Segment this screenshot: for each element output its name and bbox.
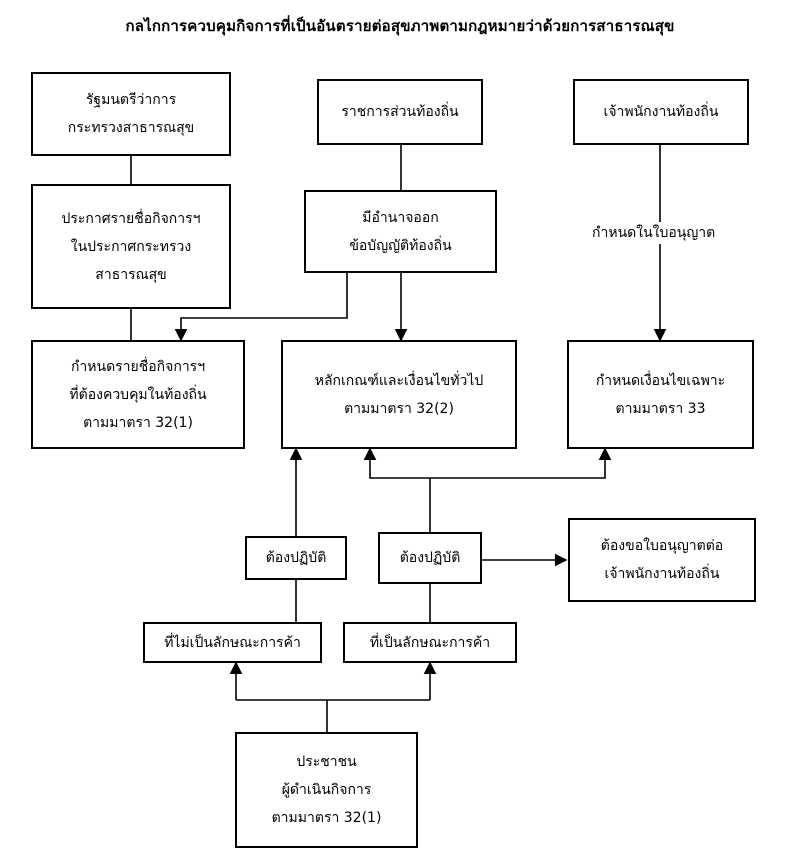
arrow-authority-designate xyxy=(174,273,348,342)
minister-box: รัฐมนตรีว่าการ กระทรวงสาธารณสุข xyxy=(31,72,231,156)
specific-conditions-box: กำหนดเงื่อนไขเฉพาะ ตามมาตรา 33 xyxy=(567,340,754,449)
license-condition-label: กำหนดในใบอนุญาต xyxy=(590,222,718,244)
designate-list-box: กำหนดรายชื่อกิจการฯ ที่ต้องควบคุมในท้องถ… xyxy=(31,340,245,449)
comply-right-box: ต้องปฏิบัติ xyxy=(378,532,482,584)
connector-general-specific-bar xyxy=(369,449,606,479)
general-conditions-box: หลักเกณฑ์และเงื่อนไขทั่วไป ตามมาตรา 32(2… xyxy=(281,340,517,449)
comply-left-box: ต้องปฏิบัติ xyxy=(245,536,347,580)
public-operator-box: ประชาชน ผู้ดำเนินกิจการ ตามมาตรา 32(1) xyxy=(235,732,418,848)
trade-box: ที่เป็นลักษณะการค้า xyxy=(343,622,517,663)
local-government-box: ราชการส่วนท้องถิ่น xyxy=(317,79,483,145)
license-request-box: ต้องขอใบอนุญาตต่อ เจ้าพนักงานท้องถิ่น xyxy=(568,518,756,602)
authority-box: มีอำนาจออก ข้อบัญญัติท้องถิ่น xyxy=(304,190,497,273)
non-trade-box: ที่ไม่เป็นลักษณะการค้า xyxy=(143,622,322,663)
local-officer-box: เจ้าพนักงานท้องถิ่น xyxy=(573,79,749,145)
announce-list-box: ประกาศรายชื่อกิจการฯ ในประกาศกระทรวง สาธ… xyxy=(31,184,231,309)
diagram-title: กลไกการควบคุมกิจการที่เป็นอันตรายต่อสุขภ… xyxy=(125,17,675,35)
